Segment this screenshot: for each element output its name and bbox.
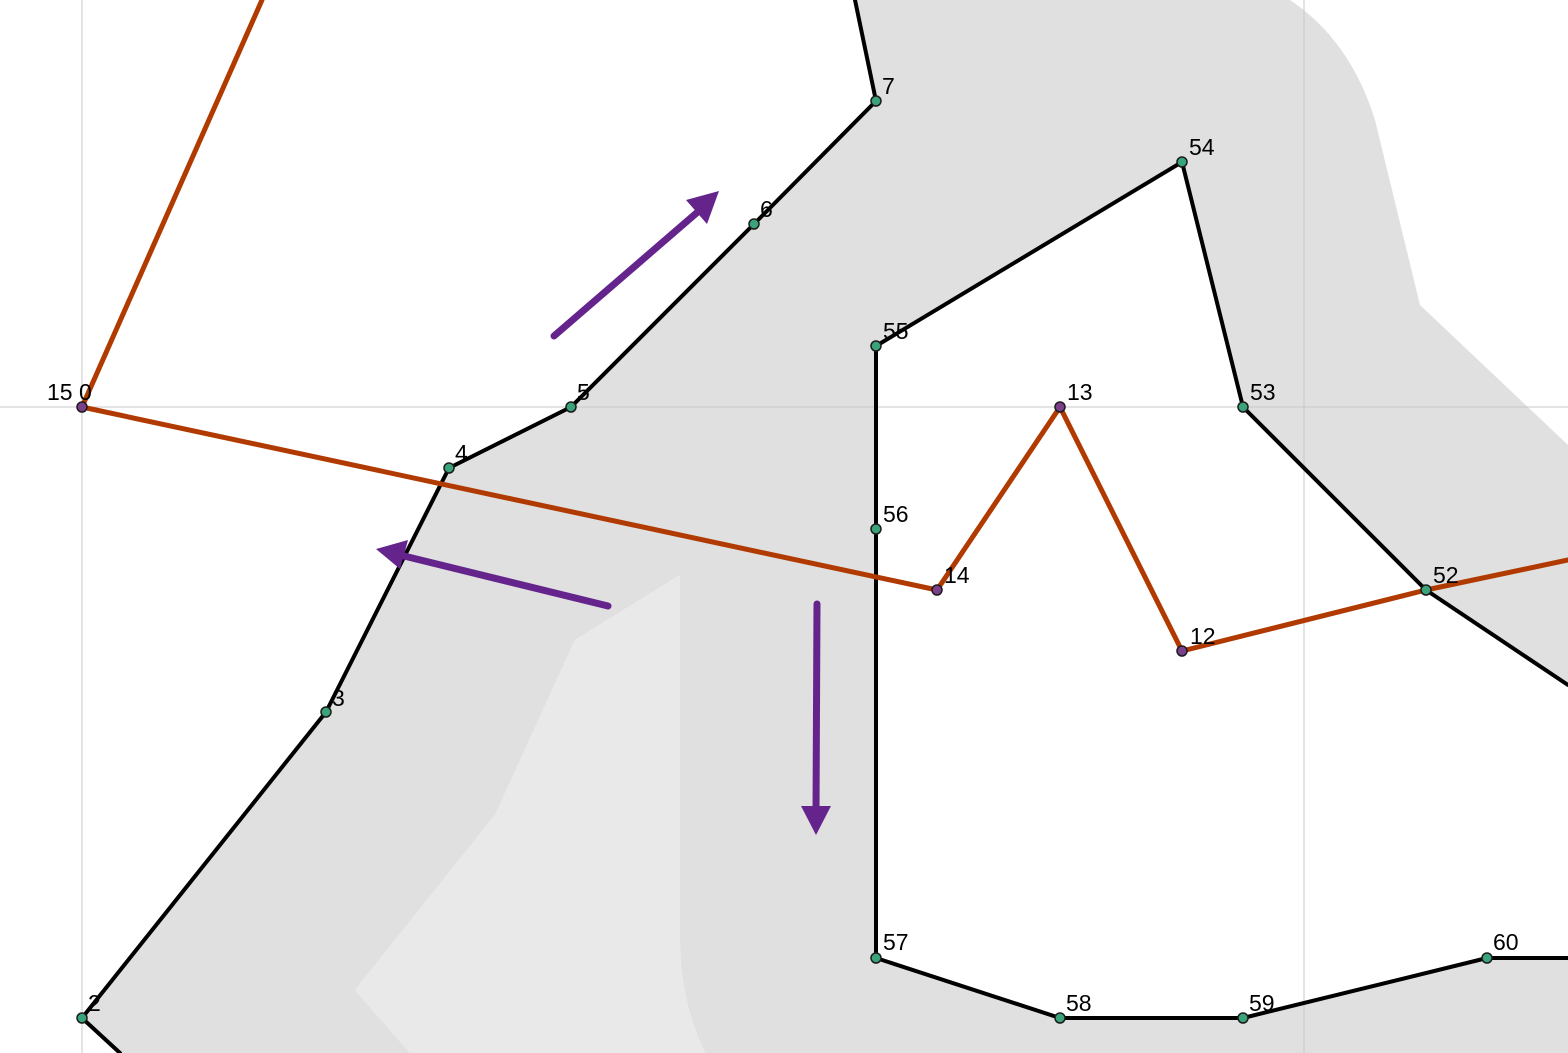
node-5 [565,401,577,413]
label-55: 55 [883,318,909,344]
label-56: 56 [883,501,909,527]
label-13: 13 [1067,379,1093,405]
node-57 [870,952,882,964]
node-6 [748,218,760,230]
label-58: 58 [1066,990,1092,1016]
node-15-0 [76,401,88,413]
node-4 [443,462,455,474]
node-7 [870,95,882,107]
node-59 [1237,1012,1249,1024]
label-15-0: 15 0 [47,379,92,405]
node-54 [1176,156,1188,168]
shaded-region-light [355,575,705,1053]
direction-arrows [376,191,831,835]
arrow-left-icon [376,540,612,610]
node-56 [870,523,882,535]
node-14 [931,584,943,596]
label-53: 53 [1250,379,1276,405]
node-2 [76,1012,88,1024]
label-52: 52 [1433,562,1459,588]
node-12 [1176,645,1188,657]
label-54: 54 [1189,134,1215,160]
label-14: 14 [944,562,970,588]
label-59: 59 [1249,990,1275,1016]
orange-edge-main [79,404,1568,654]
node-13 [1054,401,1066,413]
label-6: 6 [760,196,773,222]
arrow-down-icon [801,600,831,835]
inner-hole [876,162,1568,1018]
node-52 [1420,584,1432,596]
label-60: 60 [1493,929,1519,955]
node-53 [1237,401,1249,413]
left-boundary-edge [80,0,878,1053]
label-7: 7 [882,73,895,99]
label-12: 12 [1190,623,1216,649]
shaded-regions [82,0,1568,1053]
node-55 [870,340,882,352]
white-region-corner [1535,0,1568,370]
node-3 [320,706,332,718]
arrow-up-right-icon [550,191,719,340]
node-60 [1481,952,1493,964]
label-4: 4 [455,440,468,466]
orange-edge-top [79,0,265,410]
white-region-top-right [1060,0,1568,445]
node-labels: 15 0 2 3 4 5 6 7 12 13 14 52 53 54 55 56… [47,73,1519,1016]
node-58 [1054,1012,1066,1024]
label-2: 2 [88,990,101,1016]
orange-path [79,0,1568,654]
label-57: 57 [883,929,909,955]
nodes [76,95,1493,1024]
label-3: 3 [332,685,345,711]
label-5: 5 [577,379,590,405]
